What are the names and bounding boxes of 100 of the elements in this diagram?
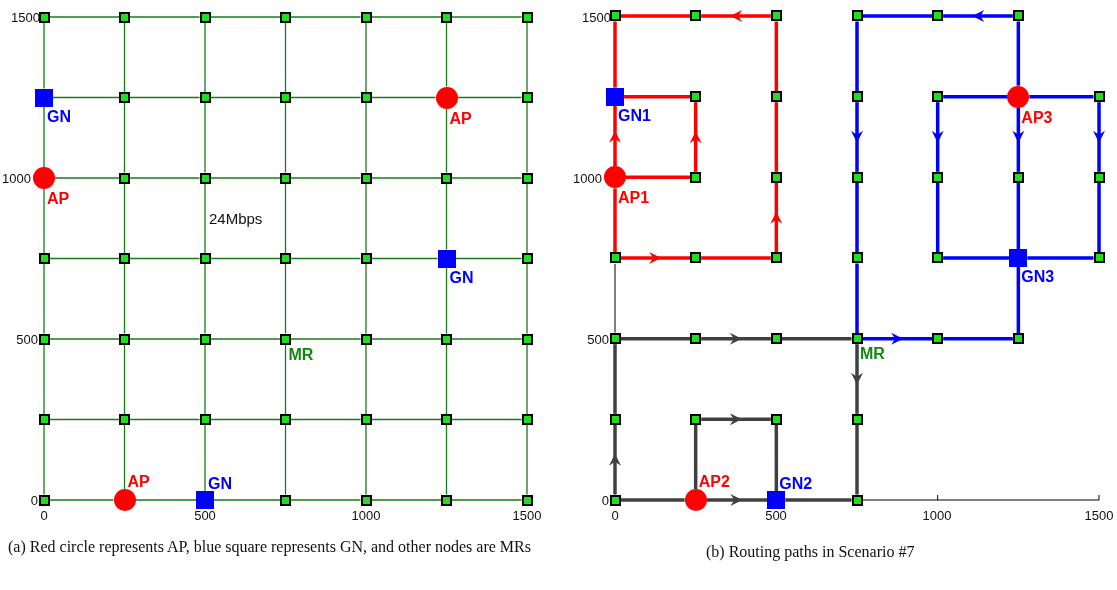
node-label: GN2 xyxy=(779,475,813,493)
mesh-router-square xyxy=(690,413,702,425)
mesh-router-square xyxy=(1093,91,1105,103)
link-line xyxy=(935,182,940,253)
link-line xyxy=(370,257,439,260)
node-label: AP2 xyxy=(698,473,730,491)
link-line xyxy=(48,418,120,421)
link-line xyxy=(370,418,442,421)
link-line xyxy=(43,188,45,254)
link-line xyxy=(526,424,528,496)
link-line xyxy=(209,96,281,99)
arrow xyxy=(851,102,863,172)
node-label: AP3 xyxy=(1021,108,1053,127)
link-line xyxy=(943,256,1010,260)
link-line xyxy=(209,177,281,179)
mesh-router-square xyxy=(1093,171,1105,183)
link-line xyxy=(693,424,698,489)
link-line xyxy=(943,336,1013,341)
link-line xyxy=(1016,267,1021,334)
mesh-router-square xyxy=(119,414,130,425)
link-line xyxy=(526,102,528,174)
mesh-router-square xyxy=(521,172,533,184)
mesh-router-square xyxy=(932,333,944,345)
link-line xyxy=(855,182,859,253)
mesh-router-square xyxy=(360,253,372,264)
mesh-router-square xyxy=(360,92,372,103)
link-line xyxy=(445,343,448,415)
mesh-router-square xyxy=(119,172,130,184)
arrow xyxy=(862,332,933,345)
node-label: GN xyxy=(449,268,474,287)
network-node xyxy=(684,473,730,511)
tick-label: 1000 xyxy=(2,171,31,186)
mesh-router-square xyxy=(770,91,782,103)
link-line xyxy=(365,21,367,93)
arrow xyxy=(609,424,621,495)
link-line xyxy=(365,263,367,335)
link-line xyxy=(204,21,206,93)
link-line xyxy=(204,102,206,174)
network-node xyxy=(767,475,813,509)
mesh-router-square xyxy=(38,414,50,425)
mesh-router-square xyxy=(199,92,211,103)
mesh-router-square xyxy=(770,252,782,264)
mesh-router-square xyxy=(38,333,50,345)
link-line xyxy=(624,94,691,99)
mesh-router-square xyxy=(690,171,702,183)
mesh-router-square xyxy=(199,253,211,264)
link-line xyxy=(785,498,852,502)
tick-label: 1000 xyxy=(351,508,381,523)
network-node xyxy=(196,475,232,509)
link-line xyxy=(526,21,528,93)
mesh-router-square xyxy=(441,494,452,506)
mesh-router-square xyxy=(770,413,782,425)
mesh-router-square xyxy=(441,333,452,345)
mesh-router-square xyxy=(521,92,533,103)
link-line xyxy=(781,336,852,341)
node-label: MR xyxy=(288,345,314,364)
link-line xyxy=(213,499,281,501)
link-line xyxy=(290,499,362,501)
link-line xyxy=(204,343,206,415)
link-line xyxy=(209,257,281,260)
mesh-router-square xyxy=(609,10,621,22)
link-line xyxy=(1016,182,1021,249)
arrow xyxy=(701,332,771,345)
link-line xyxy=(855,21,859,92)
mesh-router-square xyxy=(521,414,533,425)
link-line xyxy=(451,499,523,501)
mesh-router-square xyxy=(199,414,211,425)
link-line xyxy=(134,499,197,501)
mesh-router-square xyxy=(360,333,372,345)
arrow xyxy=(1012,107,1025,172)
mesh-router-square xyxy=(851,171,863,183)
link-line xyxy=(526,263,528,335)
tick-label: 0 xyxy=(611,508,619,523)
link-line xyxy=(284,263,287,335)
mesh-router-square xyxy=(199,172,211,184)
link-line xyxy=(209,338,281,340)
link-line xyxy=(774,21,779,92)
tick-label: 0 xyxy=(40,508,48,523)
mesh-router-square xyxy=(932,171,944,183)
link-line xyxy=(701,256,771,260)
link-line xyxy=(620,498,685,502)
link-line xyxy=(284,102,287,174)
link-line xyxy=(43,105,45,168)
link-line xyxy=(290,177,362,179)
link-line xyxy=(451,338,523,340)
mesh-router-square xyxy=(609,333,621,345)
link-line xyxy=(204,182,206,254)
arrow xyxy=(620,252,691,264)
tick-label: 1000 xyxy=(573,171,602,186)
node-label: GN xyxy=(47,107,71,126)
mesh-router-square xyxy=(851,91,863,103)
mesh-router-square xyxy=(360,494,372,506)
arrow xyxy=(851,344,863,414)
mesh-router-square xyxy=(609,252,621,264)
node-label: GN xyxy=(208,475,232,493)
mesh-router-square xyxy=(770,10,782,22)
link-line xyxy=(620,14,691,18)
link-line xyxy=(445,266,448,335)
mesh-router-square xyxy=(690,333,702,345)
tick-label: 500 xyxy=(765,508,787,523)
